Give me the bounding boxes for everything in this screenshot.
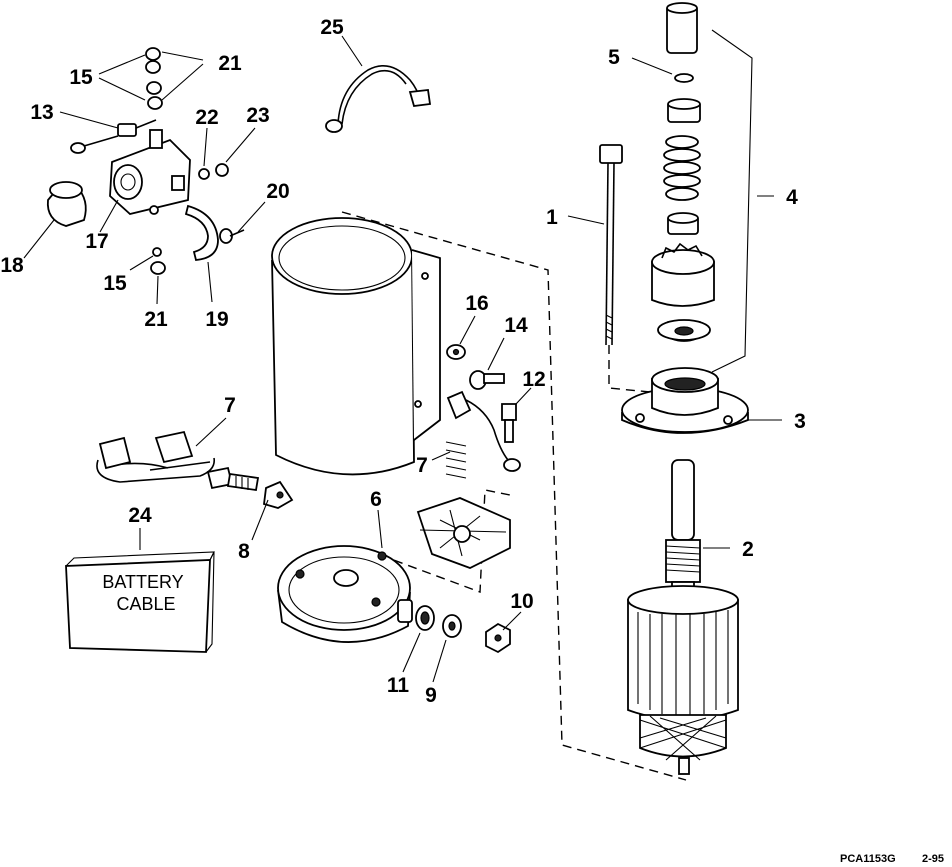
washer-16 — [446, 344, 466, 360]
callout-11: 11 — [387, 674, 410, 697]
callout-5: 5 — [608, 46, 620, 69]
callout-17: 17 — [85, 230, 108, 253]
battery-cable-label-line2: CABLE — [116, 594, 175, 614]
leader-lines — [23, 35, 782, 683]
callout-2: 2 — [742, 538, 754, 561]
callout-13: 13 — [30, 101, 53, 124]
screw-20 — [219, 228, 245, 244]
nuts-22-23 — [198, 163, 229, 180]
callout-3: 3 — [794, 410, 806, 433]
callout-15-top: 15 — [69, 66, 93, 89]
callout-16: 16 — [465, 292, 488, 315]
nut-10 — [485, 622, 511, 654]
stud-13 — [70, 119, 157, 154]
callout-25: 25 — [320, 16, 344, 39]
cable-25 — [325, 64, 432, 133]
callout-7-center: 7 — [416, 454, 428, 477]
brush-plate — [416, 497, 511, 569]
callout-18: 18 — [0, 254, 24, 277]
battery-cable-label-line1: BATTERY — [102, 572, 183, 592]
nuts-15-21-bottom — [150, 247, 166, 275]
strap-19 — [184, 204, 219, 261]
screw-12 — [501, 403, 517, 443]
end-cap — [621, 367, 749, 434]
brush-lead-set — [96, 430, 260, 492]
bolt-guide-dashed — [608, 345, 651, 393]
callout-24: 24 — [128, 504, 152, 527]
callout-9: 9 — [425, 684, 437, 707]
bracket-8 — [263, 480, 294, 509]
callout-22: 22 — [195, 106, 218, 129]
through-bolt — [599, 144, 623, 346]
battery-cable-box: BATTERY CABLE — [65, 551, 215, 653]
solenoid-assembly — [109, 129, 191, 215]
figure-code: PCA1153G — [840, 853, 896, 865]
callout-6: 6 — [370, 488, 382, 511]
callout-1: 1 — [546, 206, 558, 229]
callout-20: 20 — [266, 180, 289, 203]
callout-15-bottom: 15 — [103, 272, 127, 295]
callout-10: 10 — [510, 590, 533, 613]
callout-7-left: 7 — [224, 394, 236, 417]
brush-spring — [445, 390, 521, 479]
armature — [627, 459, 739, 775]
drive-assembly — [651, 2, 715, 342]
callout-8: 8 — [238, 540, 250, 563]
frame-housing — [271, 217, 441, 476]
boot-18 — [46, 181, 87, 227]
screw-14 — [469, 370, 505, 390]
figure-date: 2-95 — [922, 853, 944, 865]
commutator-end-cap — [277, 545, 413, 643]
callout-21-top: 21 — [218, 52, 242, 75]
washer-9 — [442, 614, 462, 638]
bracket-4 — [711, 29, 753, 373]
nuts-15-21-top — [145, 47, 163, 110]
callout-14: 14 — [504, 314, 528, 337]
callout-4: 4 — [786, 186, 798, 209]
callout-12: 12 — [522, 368, 545, 391]
callout-19: 19 — [205, 308, 228, 331]
washer-11 — [415, 605, 435, 631]
callout-labels: 1 2 3 4 5 6 7 7 8 9 10 11 12 13 14 15 15… — [0, 16, 806, 707]
assembly-dashed-outline — [341, 211, 687, 781]
callout-23: 23 — [246, 104, 269, 127]
callout-21-bottom: 21 — [144, 308, 168, 331]
